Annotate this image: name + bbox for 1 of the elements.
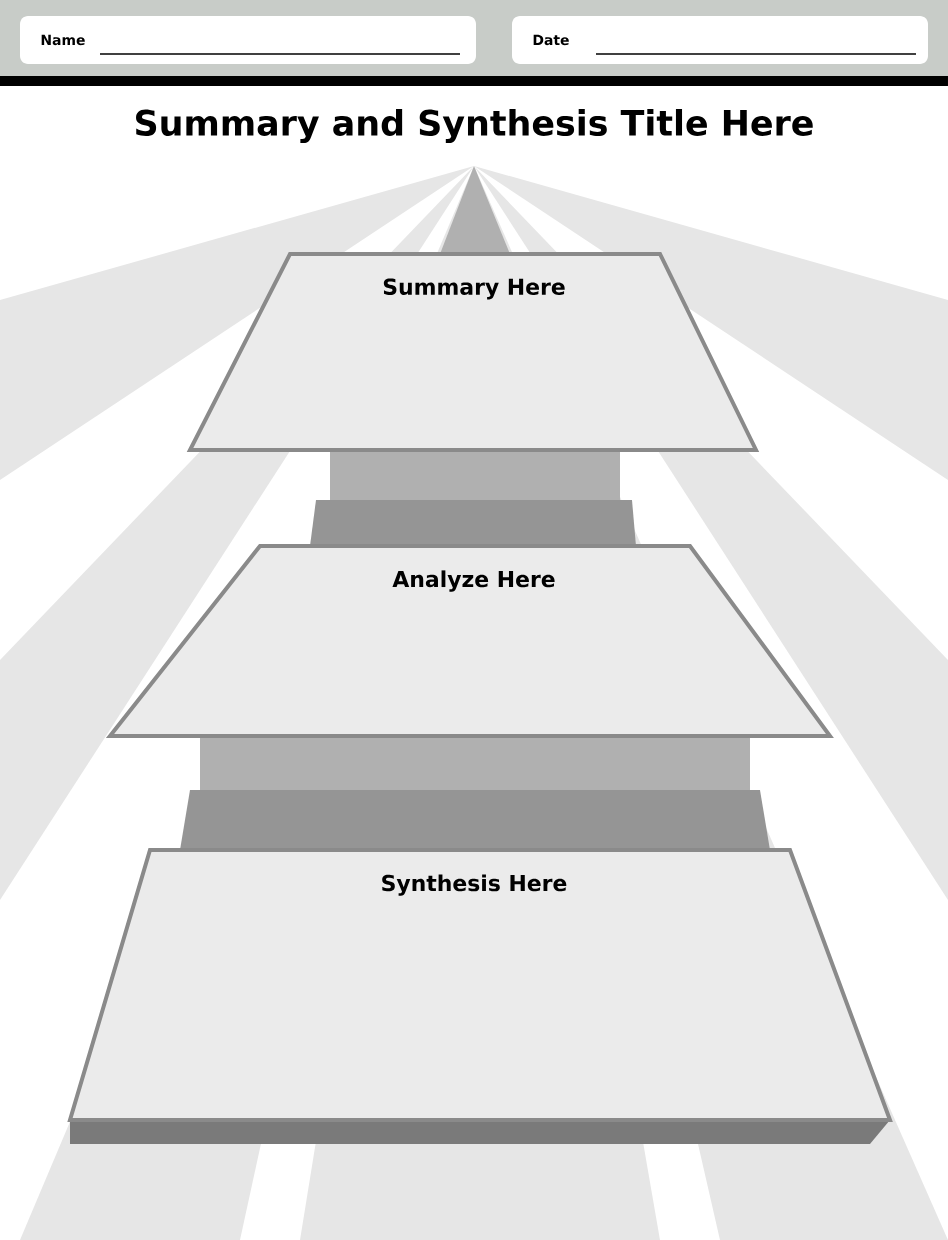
title: Summary and Synthesis Title Here (136, 109, 813, 143)
